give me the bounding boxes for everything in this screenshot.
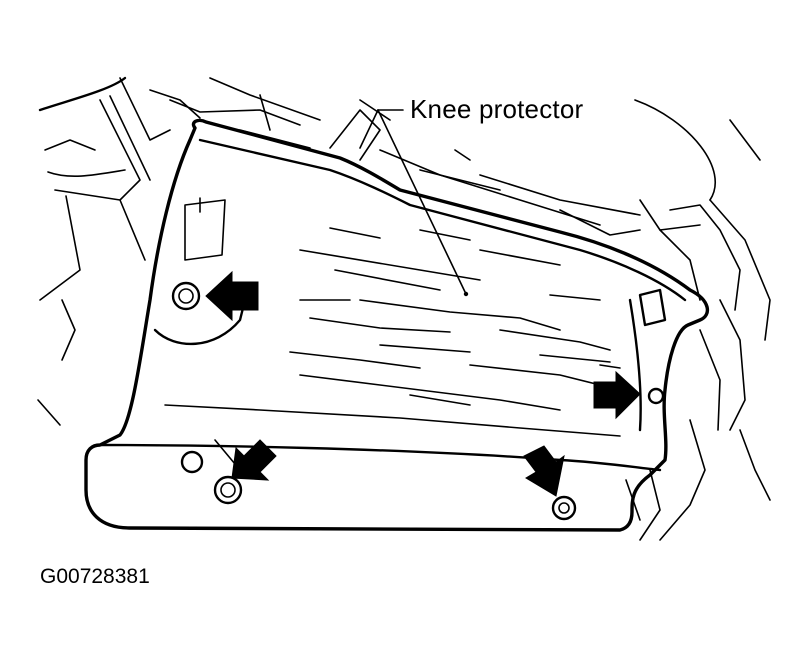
fasteners (171, 281, 665, 521)
bolt-lower-left (213, 475, 243, 505)
hole-lower-left (180, 450, 204, 474)
knee-protector-label: Knee protector (410, 94, 584, 124)
panel-surface-hatching (164, 227, 621, 471)
arrow-upper-left-bolt (205, 270, 259, 322)
arrow-lower-right-bolt (523, 445, 565, 497)
fastener-arrows (205, 270, 641, 497)
knee-protector-panel (84, 118, 710, 532)
clip-right (647, 387, 665, 405)
arrow-lower-left-bolt (231, 439, 277, 481)
surrounding-dashboard-structure (37, 76, 771, 541)
arrow-right-clip (593, 370, 641, 420)
figure-id: G00728381 (40, 565, 150, 588)
bolt-lower-right (551, 495, 577, 521)
bolt-upper-left (171, 281, 201, 311)
callout-leader-lines (359, 109, 469, 297)
